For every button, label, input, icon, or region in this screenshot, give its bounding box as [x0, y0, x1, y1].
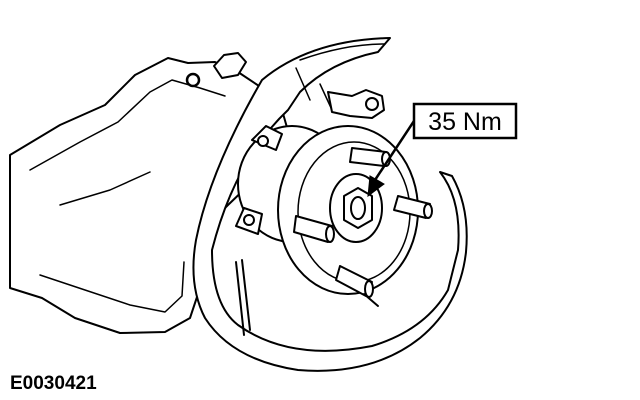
diagram-artwork: [9, 37, 468, 372]
wheel-stud-left: [293, 215, 335, 243]
wheel-stud-bottom: [335, 265, 379, 307]
knuckle-bolt-hole: [185, 72, 201, 88]
upper-mounting-lug: [327, 89, 385, 119]
callout-leader-line: [373, 120, 416, 181]
backing-plate: [192, 37, 468, 372]
flange-bolt-lower: [243, 214, 255, 226]
knuckle-contour: [29, 79, 226, 313]
callout-arrowhead: [367, 175, 385, 198]
flange-bolt-upper: [257, 135, 269, 147]
figure-id: E0030421: [10, 373, 97, 394]
hub-nut-bore: [350, 196, 366, 220]
upper-lug-bolt: [365, 97, 379, 111]
wheel-stud-right: [393, 195, 433, 219]
knuckle-top-boss: [213, 52, 247, 79]
callout-torque-label: 35 Nm: [428, 108, 502, 136]
torque-callout: 35 Nm: [367, 102, 518, 198]
backing-plate-slot: [235, 259, 251, 336]
bearing-flange-ears: [235, 125, 283, 235]
